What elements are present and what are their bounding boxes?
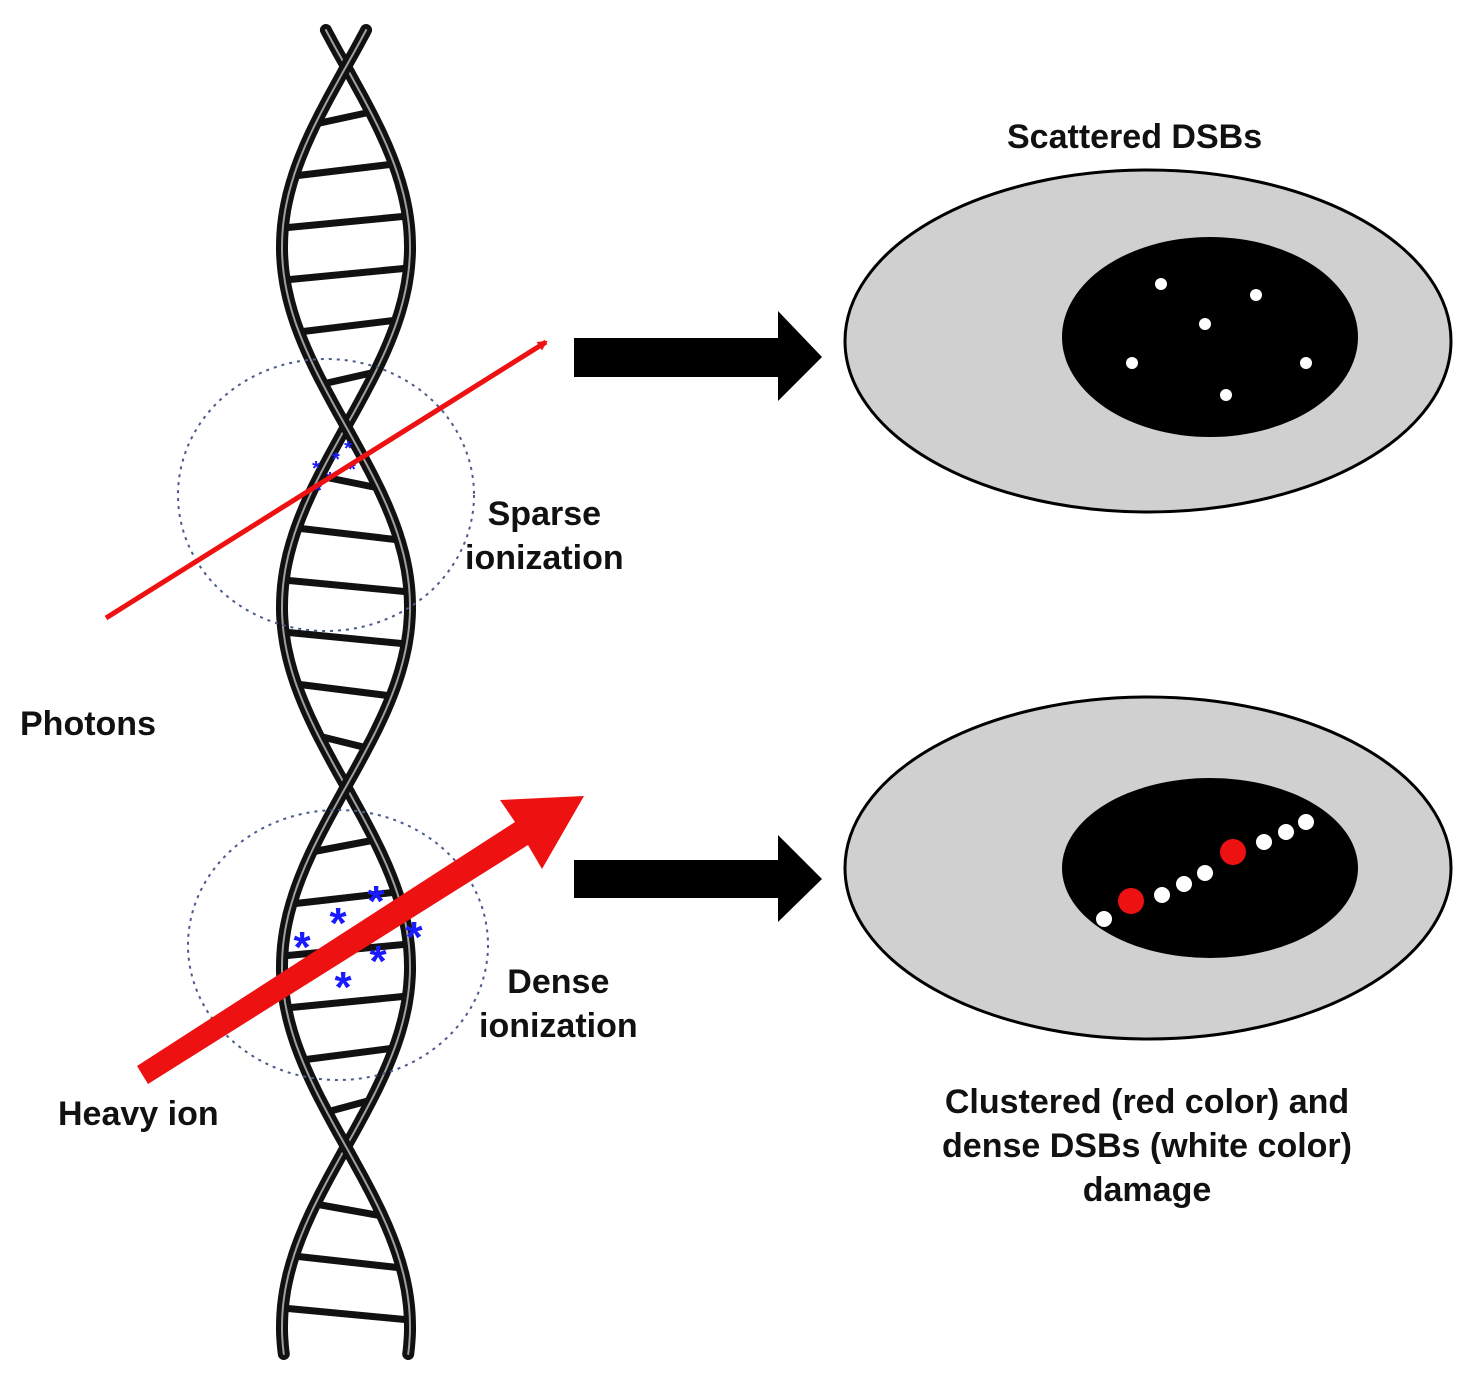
- dna-base-pair: [293, 160, 395, 180]
- svg-text:*: *: [369, 937, 387, 986]
- heavy-ion-label: Heavy ion: [58, 1095, 219, 1133]
- clustered-dsb-nucleus: [843, 695, 1453, 1041]
- scattered-dsbs-title: Scattered DSBs: [1007, 118, 1263, 156]
- dense-dsb-dot: [1197, 865, 1213, 881]
- dna-base-pair: [314, 108, 372, 128]
- dense-dsb-dot: [1256, 834, 1272, 850]
- dsb-dot: [1250, 289, 1262, 301]
- dense-dsb-dot: [1176, 876, 1192, 892]
- heavy-ion-arrow: [137, 796, 584, 1084]
- dna-base-pair: [284, 264, 410, 284]
- sparse-ionization-label: Sparse ionization: [465, 492, 624, 580]
- dna-base-pair: [321, 368, 377, 388]
- dense-label-line2: ionization: [479, 1007, 638, 1045]
- dense-ionization-label: Dense ionization: [479, 960, 638, 1048]
- dsb-dot: [1126, 357, 1138, 369]
- dense-label-line1: Dense: [507, 963, 610, 1001]
- dna-base-pair: [317, 732, 369, 752]
- svg-text:*: *: [334, 963, 352, 1012]
- svg-text:*: *: [348, 459, 356, 481]
- clustered-dsb-dot: [1118, 888, 1144, 914]
- dna-base-pair: [310, 836, 376, 856]
- svg-text:*: *: [344, 438, 352, 460]
- photons-label: Photons: [20, 705, 156, 743]
- photon-arrow: [104, 339, 548, 621]
- clustered-caption-line2: dense DSBs (white color): [942, 1127, 1352, 1165]
- dna-base-pair: [290, 888, 398, 908]
- dna-base-pair: [296, 524, 400, 544]
- clustered-caption-line3: damage: [1082, 1171, 1212, 1209]
- dna-base-pair: [298, 316, 398, 336]
- svg-text:*: *: [312, 458, 320, 480]
- sparse-ionization-circle: [177, 358, 475, 632]
- dna-base-pair: [314, 1200, 384, 1220]
- svg-text:*: *: [332, 449, 340, 471]
- block-arrow-top: [574, 311, 822, 401]
- sparse-label-line2: ionization: [465, 539, 624, 577]
- dense-dsb-dot: [1278, 824, 1294, 840]
- dsb-dot: [1199, 318, 1211, 330]
- clustered-dsb-dot: [1220, 839, 1246, 865]
- block-arrow-bottom: [574, 835, 822, 922]
- dna-base-pair: [282, 1304, 411, 1324]
- svg-text:*: *: [314, 480, 322, 502]
- dna-base-pair: [282, 212, 409, 232]
- dsb-dot: [1220, 389, 1232, 401]
- dna-base-pair: [293, 1252, 403, 1272]
- svg-text:*: *: [405, 913, 423, 962]
- dna-base-pair: [285, 992, 409, 1012]
- clustered-caption-line1: Clustered (red color) and: [944, 1083, 1350, 1121]
- sparse-label-line1: Sparse: [487, 495, 602, 533]
- clustered-dsbs-caption: Clustered (red color) and dense DSBs (wh…: [897, 1080, 1397, 1212]
- dense-dsb-dot: [1096, 911, 1112, 927]
- scattered-dsb-nucleus: [843, 168, 1453, 514]
- dna-helix-icon: [276, 24, 416, 1360]
- dna-base-pair: [301, 1044, 395, 1064]
- dsb-dot: [1155, 278, 1167, 290]
- dna-base-pair: [283, 576, 410, 596]
- dense-dsb-dot: [1298, 814, 1314, 830]
- dna-base-pair: [283, 628, 407, 648]
- dsb-dot: [1300, 357, 1312, 369]
- dna-base-pair: [295, 680, 392, 700]
- dense-dsb-dot: [1154, 887, 1170, 903]
- dense-ionization-circle: [187, 809, 489, 1081]
